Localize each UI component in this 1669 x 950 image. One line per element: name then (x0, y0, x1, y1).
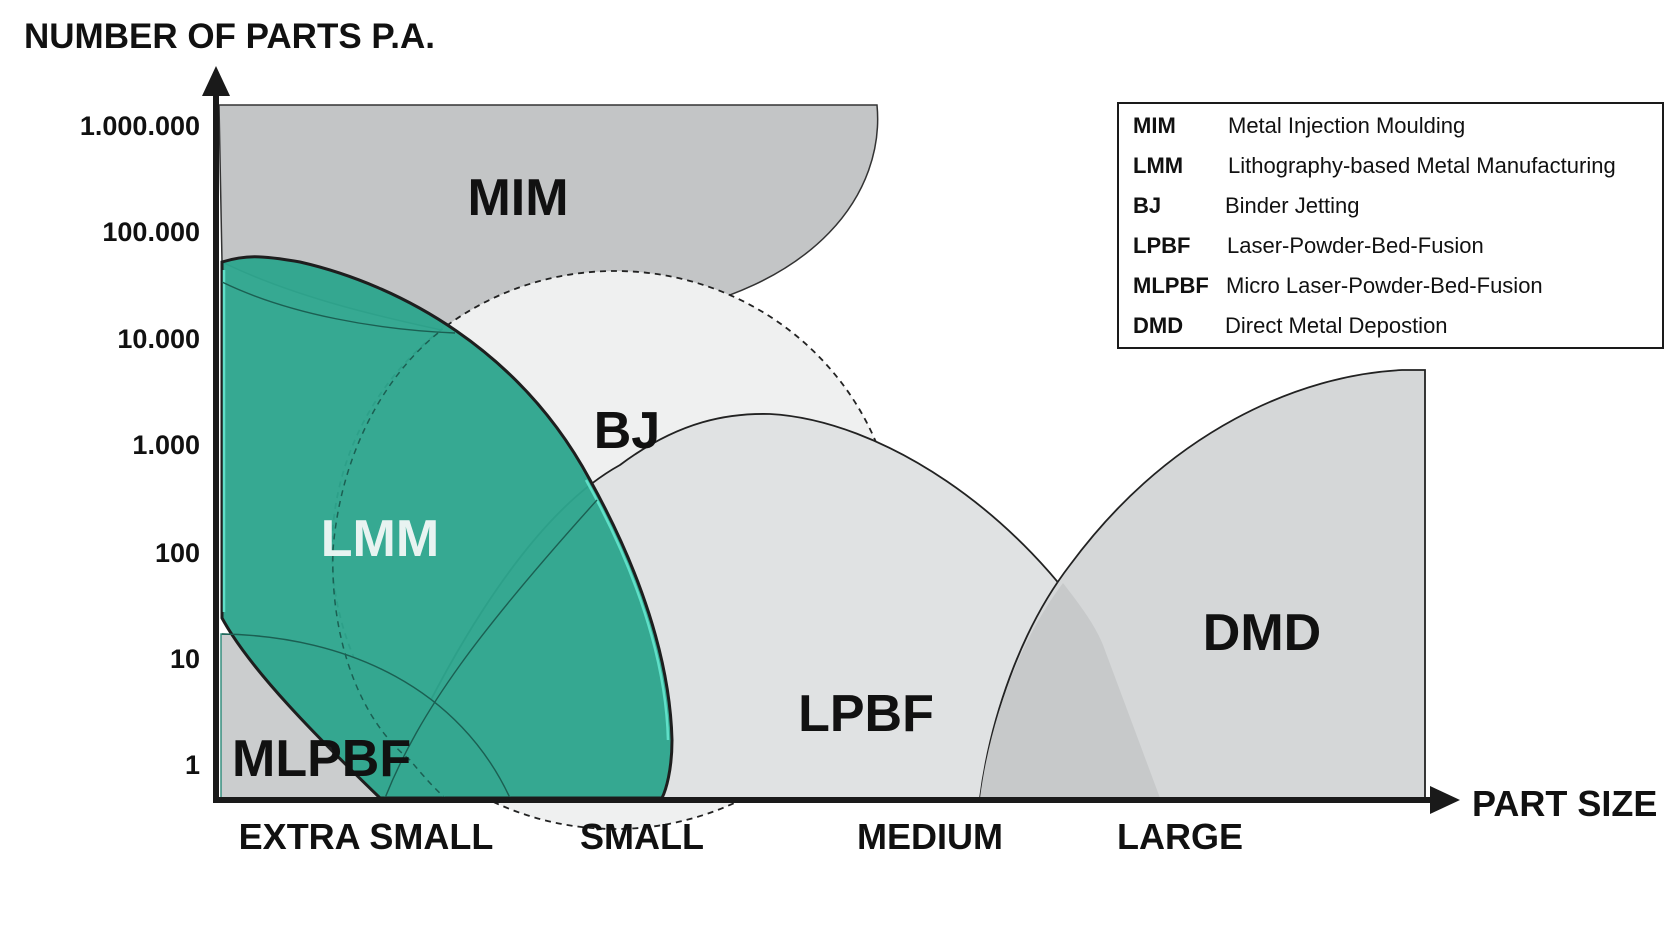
legend-desc: Metal Injection Moulding (1228, 113, 1465, 138)
legend-abbr: LPBF (1133, 233, 1190, 258)
lmm-label: LMM (321, 510, 439, 568)
bj-label: BJ (594, 402, 660, 460)
mlpbf-outline-over-lmm (221, 633, 511, 799)
x-category-label: MEDIUM (857, 816, 1003, 857)
legend-box (1117, 102, 1664, 349)
x-category-label: EXTRA SMALL (239, 816, 494, 857)
legend-abbr: MLPBF (1133, 273, 1209, 298)
legend-desc: Direct Metal Depostion (1225, 313, 1448, 338)
legend-desc: Micro Laser-Powder-Bed-Fusion (1226, 273, 1543, 298)
legend-desc: Binder Jetting (1225, 193, 1360, 218)
y-tick-label: 100.000 (102, 217, 200, 247)
legend-abbr: LMM (1133, 153, 1183, 178)
y-tick-label: 100 (155, 538, 200, 568)
y-tick-label: 1.000 (132, 430, 200, 460)
y-tick-label: 1.000.000 (80, 111, 200, 141)
x-category-label: SMALL (580, 816, 704, 857)
y-axis-title: NUMBER OF PARTS P.A. (24, 17, 435, 56)
legend: MIM Metal Injection Moulding LMM Lithogr… (1117, 102, 1664, 349)
dmd-label: DMD (1203, 604, 1321, 662)
bj-outline-over-lmm (332, 332, 446, 799)
legend-abbr: DMD (1133, 313, 1183, 338)
lpbf-label: LPBF (798, 685, 934, 743)
mim-outline-over-lmm (221, 281, 456, 334)
legend-desc: Laser-Powder-Bed-Fusion (1227, 233, 1484, 258)
dmd-lpbf-overlap (980, 583, 1160, 798)
y-axis-arrowhead (202, 66, 230, 96)
mim-label: MIM (467, 169, 568, 227)
y-tick-label: 10.000 (117, 324, 200, 354)
legend-abbr: MIM (1133, 113, 1176, 138)
legend-desc: Lithography-based Metal Manufacturing (1228, 153, 1616, 178)
x-category-label: LARGE (1117, 816, 1243, 857)
lpbf-outline-over-lmm (384, 499, 598, 799)
lmm-region (220, 255, 674, 800)
lmm-highlight-edge (584, 479, 670, 741)
mlpbf-label: MLPBF (232, 730, 411, 788)
legend-abbr: BJ (1133, 193, 1161, 218)
x-axis-arrowhead (1430, 786, 1460, 814)
y-tick-label: 1 (185, 750, 200, 780)
x-axis-title: PART SIZE (1472, 783, 1657, 824)
y-tick-label: 10 (170, 644, 200, 674)
